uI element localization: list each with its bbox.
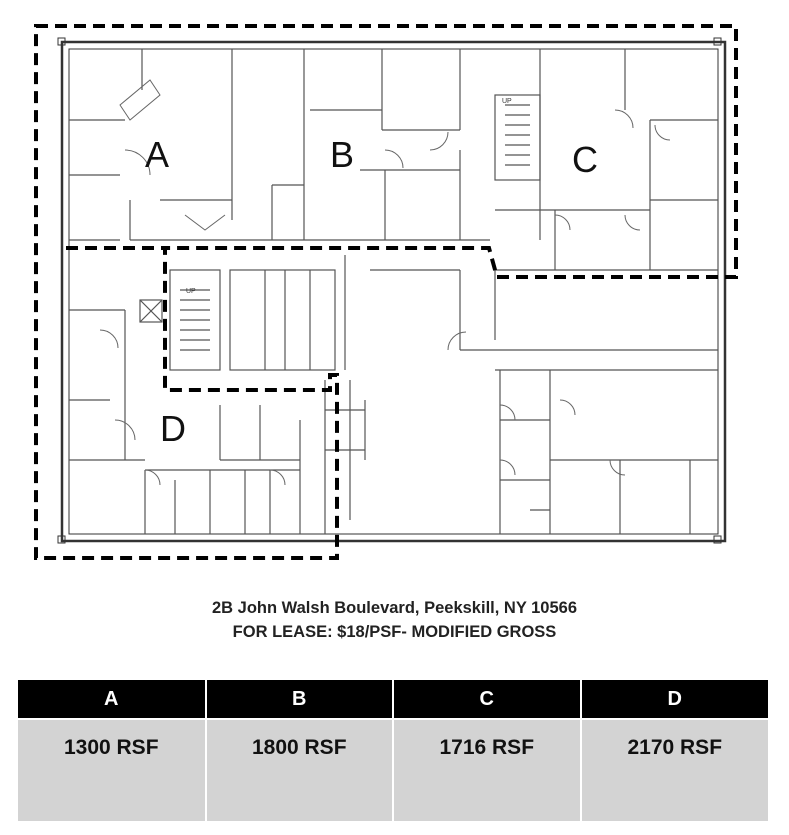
suite-label-b: B	[330, 134, 354, 175]
lease-terms: FOR LEASE: $18/PSF- MODIFIED GROSS	[232, 623, 557, 641]
suite-header-a: A	[18, 680, 207, 719]
suite-boundaries	[34, 24, 738, 560]
stair-label-core: UP	[186, 288, 196, 295]
suite-label-a: A	[145, 134, 169, 175]
suite-header-c: C	[392, 680, 582, 719]
table-header-row: A B C D	[18, 680, 768, 719]
building-outline	[57, 37, 727, 544]
suite-label-c: C	[572, 139, 598, 180]
suite-area-table: A B C D 1300 RSF 1800 RSF 1716 RSF 2170 …	[18, 680, 768, 821]
suite-labels: A B C D	[145, 134, 598, 449]
suite-header-b: B	[204, 680, 394, 719]
stair-labels: UP UP	[186, 98, 512, 295]
door-swings	[99, 79, 671, 486]
suite-header-d: D	[579, 680, 768, 719]
stair-label-c: UP	[502, 98, 512, 105]
suite-area-c: 1716 RSF	[392, 718, 582, 821]
suite-area-b: 1800 RSF	[204, 718, 394, 821]
table-row: 1300 RSF 1800 RSF 1716 RSF 2170 RSF	[18, 718, 768, 821]
suite-area-a: 1300 RSF	[18, 718, 207, 821]
interior-walls	[69, 49, 718, 534]
suite-label-d: D	[160, 408, 186, 449]
floor-plan: A B C D UP UP	[34, 24, 738, 560]
address-line: 2B John Walsh Boulevard, Peekskill, NY 1…	[212, 599, 577, 617]
suite-area-d: 2170 RSF	[579, 718, 768, 821]
